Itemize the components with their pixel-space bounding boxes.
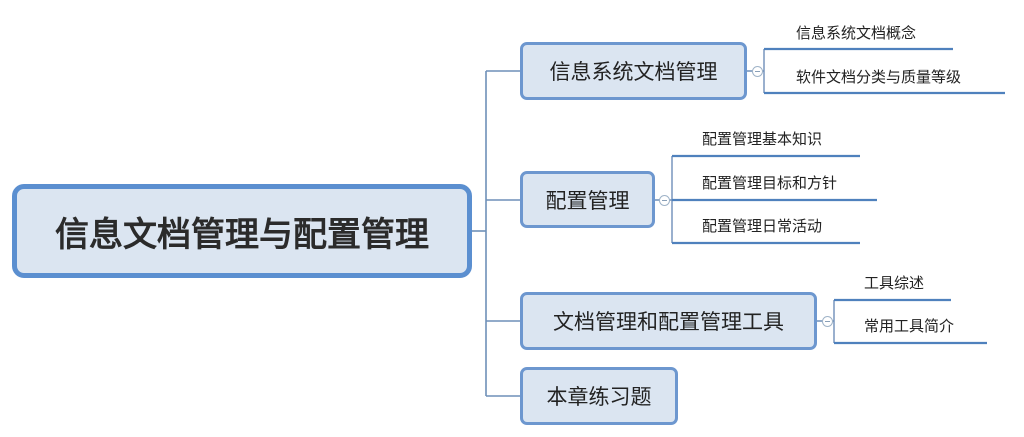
subtopic-document-classification[interactable]: 软件文档分类与质量等级	[796, 68, 962, 86]
topic-configuration-management[interactable]: 配置管理	[520, 171, 655, 228]
subtopic-cm-basics[interactable]: 配置管理基本知识	[702, 130, 823, 148]
topic-tools[interactable]: 文档管理和配置管理工具	[520, 292, 817, 350]
root-topic[interactable]: 信息文档管理与配置管理	[12, 184, 472, 278]
subtopic-document-concept[interactable]: 信息系统文档概念	[796, 24, 917, 42]
topic-exercises[interactable]: 本章练习题	[520, 367, 678, 425]
collapse-toggle-icon[interactable]	[659, 195, 670, 206]
subtopic-cm-goals[interactable]: 配置管理目标和方针	[702, 174, 838, 192]
collapse-toggle-icon[interactable]	[822, 316, 833, 327]
collapse-toggle-icon[interactable]	[752, 66, 763, 77]
subtopic-tools-overview[interactable]: 工具综述	[864, 274, 925, 292]
subtopic-common-tools[interactable]: 常用工具简介	[864, 317, 955, 335]
subtopic-cm-daily-activities[interactable]: 配置管理日常活动	[702, 217, 823, 235]
topic-document-management[interactable]: 信息系统文档管理	[520, 42, 747, 100]
